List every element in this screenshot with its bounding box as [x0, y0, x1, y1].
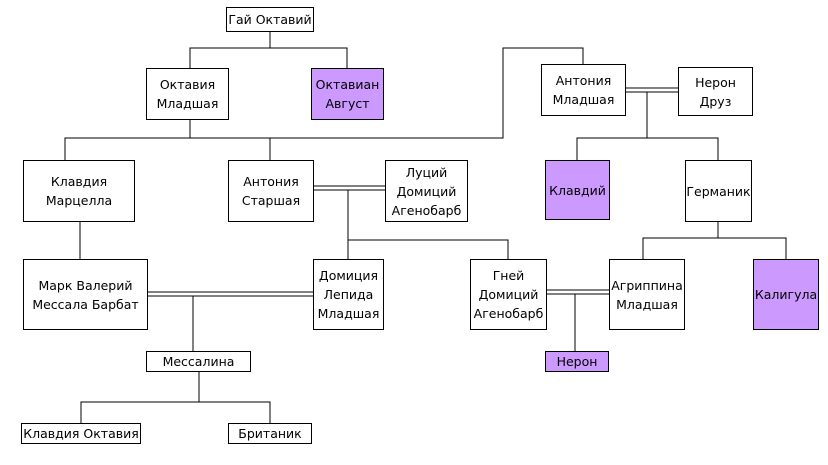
person-label: Домиция Лепида Младшая: [317, 268, 380, 321]
person-label: Мессалина: [162, 354, 235, 369]
person-antoniya-starshaya: Антония Старшая: [228, 160, 314, 222]
person-label: Гай Октавий: [228, 12, 312, 27]
person-britanik: Британик: [228, 423, 312, 444]
link-oktaviya-to-children: [64, 47, 584, 160]
person-kaligula: Калигула: [753, 259, 819, 330]
person-label: Нерон Друз: [695, 74, 736, 109]
person-antoniya-mladshaya: Антония Младшая: [541, 64, 626, 116]
person-oktavian-avgust: Октавиан Август: [311, 68, 384, 120]
link-antoniya-starshaya-to-children: [347, 190, 509, 259]
person-klavdiya-marcella: Клавдия Марцелла: [23, 160, 135, 222]
person-label: Нерон: [556, 354, 598, 369]
link-messalina-to-children: [80, 372, 271, 423]
person-label: Октавия Младшая: [156, 77, 219, 111]
person-label: Луций Домиций Агенобарб: [391, 164, 462, 218]
marriage-mark-domiciya: [148, 291, 313, 297]
link-gai-to-children: [189, 32, 348, 68]
person-oktaviya-mladshaya: Октавия Младшая: [146, 68, 229, 120]
person-label: Марк Валерий Мессала Барбат: [32, 277, 139, 312]
person-label: Калигула: [754, 287, 818, 302]
person-luciy-domiciy: Луций Домиций Агенобарб: [385, 160, 468, 222]
person-label: Агриппина Младшая: [611, 277, 683, 312]
person-neron-druz: Нерон Друз: [678, 67, 753, 116]
person-mark-valeriy: Марк Валерий Мессала Барбат: [23, 259, 148, 330]
person-label: Гней Домиций Агенобарб: [473, 268, 544, 321]
person-domiciya-lepida: Домиция Лепида Младшая: [313, 259, 384, 330]
link-antoniya-neron-to-children: [576, 92, 719, 160]
marriage-gney-agrippina: [547, 289, 609, 295]
person-gney-domiciy: Гней Домиций Агенобарб: [470, 259, 547, 330]
person-agrippina-mladshaya: Агриппина Младшая: [609, 259, 685, 330]
person-gai-oktaviy: Гай Октавий: [226, 7, 314, 32]
person-label: Клавдия Октавия: [23, 426, 139, 441]
person-neron: Нерон: [545, 351, 609, 372]
person-label: Октавиан Август: [315, 77, 380, 111]
marriage-antoniya-neron-druz: [626, 87, 678, 93]
link-germanik-to-children: [642, 222, 787, 259]
marriage-antoniya-starshaya-luciy: [314, 185, 385, 191]
person-klavdiy: Клавдий: [545, 160, 610, 220]
person-klavdiya-oktaviya: Клавдия Октавия: [21, 423, 141, 444]
person-germanik: Германик: [685, 160, 752, 222]
person-label: Антония Младшая: [552, 73, 615, 107]
person-label: Антония Старшая: [241, 174, 301, 208]
person-label: Клавдий: [549, 182, 606, 198]
person-label: Британик: [238, 426, 302, 441]
person-label: Клавдия Марцелла: [45, 174, 113, 208]
person-label: Германик: [686, 183, 751, 199]
person-messalina: Мессалина: [146, 351, 251, 372]
